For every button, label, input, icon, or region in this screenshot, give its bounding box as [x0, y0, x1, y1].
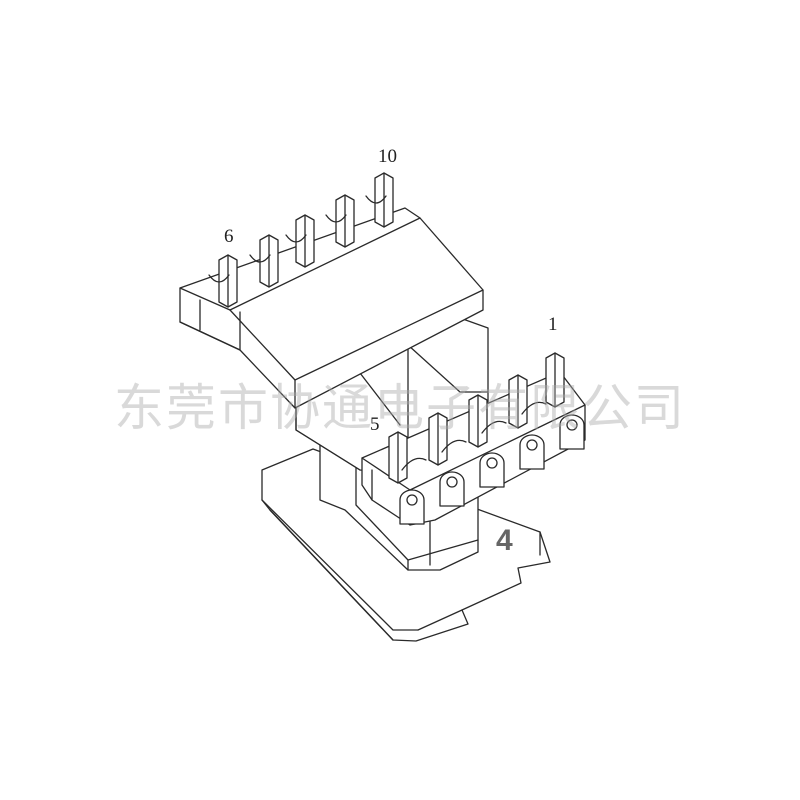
- slot-3: [479, 452, 505, 488]
- pin-label-5: 5: [370, 414, 380, 435]
- pin-3: [468, 394, 488, 448]
- pin-1: [545, 352, 565, 408]
- slot-4: [519, 434, 545, 470]
- pin-4: [428, 412, 448, 466]
- pin-label-1: 1: [548, 314, 558, 335]
- pin-2: [508, 374, 528, 429]
- pin-10: [365, 172, 394, 228]
- slot-5: [559, 414, 585, 450]
- top-flange: [179, 207, 484, 409]
- front-flange: [361, 371, 586, 526]
- slot-2: [439, 471, 465, 507]
- pin-8: [285, 214, 315, 268]
- pin-label-10: 10: [378, 146, 397, 167]
- front-pins: [388, 352, 565, 484]
- top-pins: [208, 172, 394, 308]
- pin-5: [388, 431, 408, 484]
- slot-1: [399, 489, 425, 525]
- pin-7: [249, 234, 279, 288]
- pin-label-6: 6: [224, 226, 234, 247]
- pin-6: [208, 254, 238, 308]
- pin-9: [325, 194, 355, 248]
- part-number: 4: [496, 524, 513, 557]
